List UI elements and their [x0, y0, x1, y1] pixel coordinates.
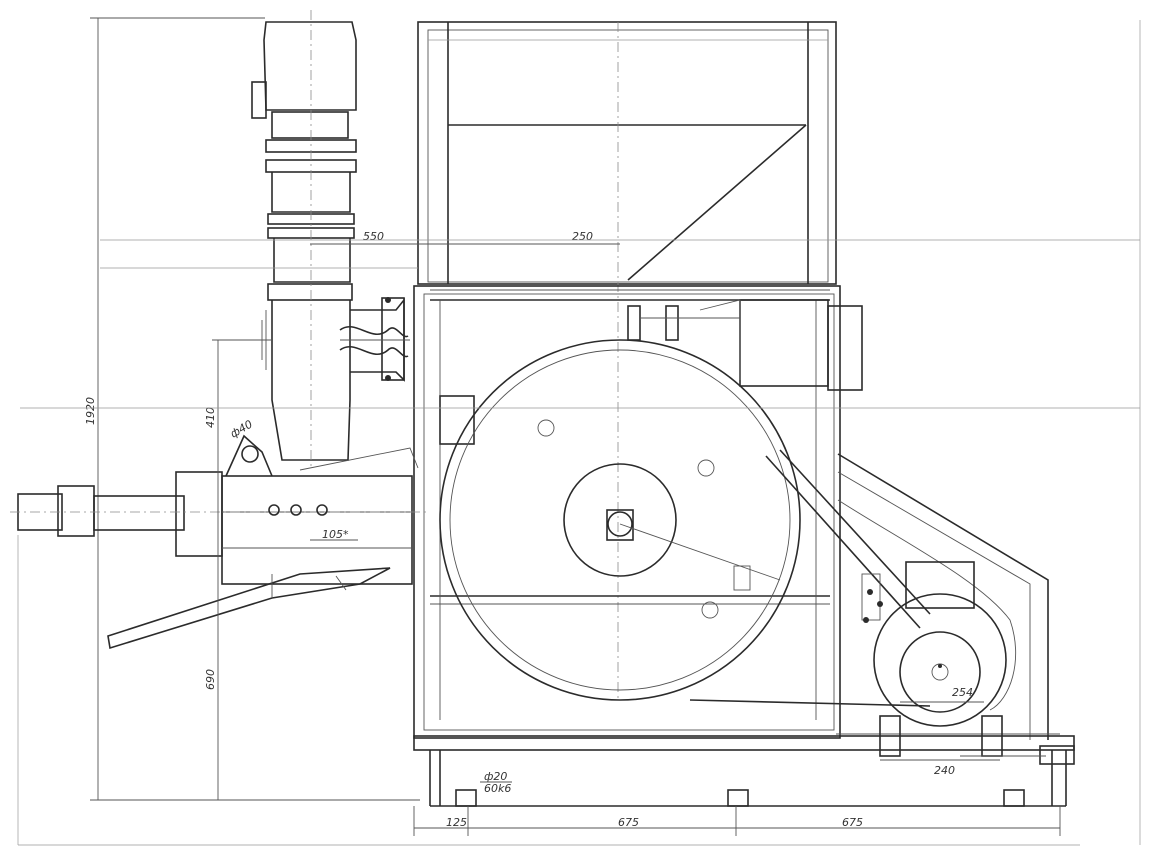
dim-phi40: ф40: [228, 418, 255, 441]
dim-254: 254: [952, 686, 973, 699]
base-frame: 240 ф20 60k6: [413, 715, 1075, 807]
belt-drive: [689, 449, 931, 707]
dim-1920: 1920: [84, 397, 97, 425]
screw-feeder: [339, 297, 410, 382]
dim-675-middle: 675: [618, 816, 639, 829]
dim-690: 690: [204, 669, 217, 690]
press-outlet: ф40 105*: [10, 418, 430, 585]
dim-125: 125: [446, 816, 467, 829]
dim-phi20: ф20: [484, 770, 507, 783]
discharge-chute: [107, 567, 391, 650]
flywheel: [439, 339, 801, 701]
main-housing: [413, 285, 863, 739]
side-guard: [836, 453, 1060, 740]
dim-550: 550: [363, 230, 384, 243]
overall-height-dimension: 1920: [84, 17, 420, 801]
dim-240: 240: [934, 764, 955, 777]
construction-lines: [20, 20, 1141, 845]
vertical-motor-column: [251, 10, 357, 470]
base-dimensions: 125 675 675: [413, 806, 1061, 836]
motor-pulley: 254: [861, 561, 1007, 727]
height-dimensions: 410 690: [204, 339, 272, 800]
dim-410: 410: [204, 407, 217, 428]
hopper: 550 250: [310, 21, 837, 700]
dim-105: 105*: [322, 528, 349, 541]
dim-250: 250: [572, 230, 593, 243]
dim-675-right: 675: [842, 816, 863, 829]
dim-60k6: 60k6: [484, 782, 511, 795]
